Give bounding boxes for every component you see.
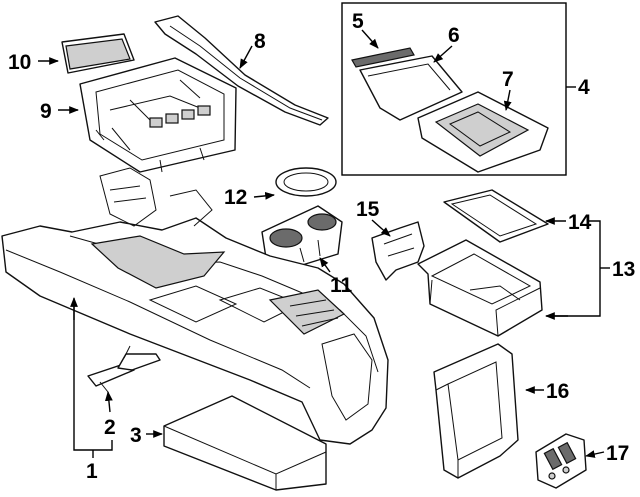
callout-15: 15 xyxy=(356,198,380,221)
part-1-console-body xyxy=(1,167,389,445)
callout-8: 8 xyxy=(254,30,266,53)
inset-box-4 xyxy=(341,2,567,176)
callout-13: 13 xyxy=(612,258,635,281)
part-9-switch-panel xyxy=(79,57,237,173)
part-17-rear-vent xyxy=(535,433,587,489)
callout-1: 1 xyxy=(86,460,98,483)
part-6-mat xyxy=(359,55,463,121)
callout-6: 6 xyxy=(448,24,460,47)
callout-7: 7 xyxy=(502,68,514,91)
callout-17: 17 xyxy=(606,442,629,465)
callout-10: 10 xyxy=(8,51,31,74)
part-15-bracket xyxy=(371,221,425,281)
part-14-cover-pad xyxy=(443,189,549,243)
part-13-storage-bin xyxy=(417,239,543,337)
callout-3: 3 xyxy=(130,424,142,447)
part-2-bracket xyxy=(87,345,161,393)
callout-14: 14 xyxy=(568,211,592,234)
part-16-rear-panel xyxy=(433,343,519,479)
callout-12: 12 xyxy=(224,186,247,209)
part-10-tray-lid xyxy=(61,33,135,74)
callout-5: 5 xyxy=(352,10,364,33)
callout-9: 9 xyxy=(40,100,52,123)
part-3-pad xyxy=(163,395,327,491)
part-12-ring xyxy=(275,167,337,197)
part-5-seal-strip xyxy=(351,47,415,68)
callout-4: 4 xyxy=(578,76,590,99)
callout-11: 11 xyxy=(330,274,353,297)
callout-16: 16 xyxy=(546,380,569,403)
part-7-shifter-bezel xyxy=(417,91,549,173)
part-8-trim-strip xyxy=(154,15,329,126)
callout-2: 2 xyxy=(104,416,116,439)
